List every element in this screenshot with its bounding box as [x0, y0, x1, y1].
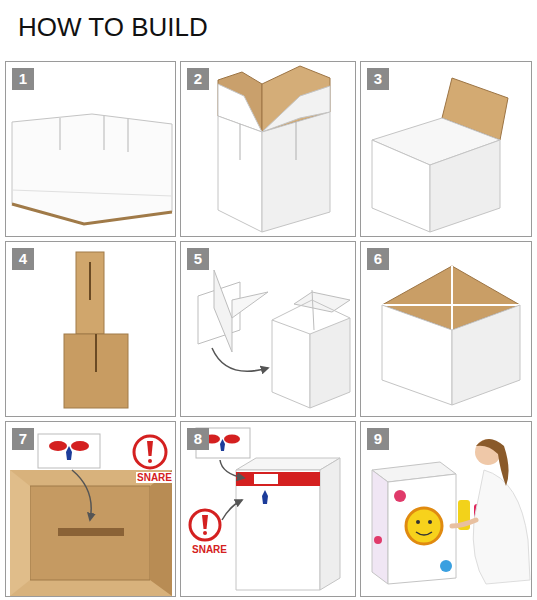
box-interior-part — [66, 446, 72, 460]
insert-step-part — [294, 292, 350, 312]
labelled-box-part — [320, 458, 340, 590]
insert-step-part — [310, 318, 350, 408]
finished-box-part — [382, 304, 520, 306]
insert-step-part — [212, 348, 268, 371]
closing-box-part — [430, 140, 500, 232]
open-box-part — [240, 124, 241, 160]
step-panel: 4 — [5, 241, 176, 417]
box-interior — [10, 434, 172, 596]
open-box — [218, 66, 330, 232]
closing-box — [372, 78, 508, 232]
slotted-inserts-part — [95, 334, 97, 372]
labelled-box-part — [190, 510, 220, 540]
step-panel: 2 — [180, 61, 356, 237]
box-interior-part — [38, 434, 100, 468]
insert-step-part — [232, 292, 268, 318]
insert-step-part — [312, 290, 314, 330]
painting-scene-part — [372, 470, 388, 584]
insert-step-part — [272, 320, 310, 408]
slotted-inserts-part — [76, 252, 104, 334]
warning-label: SNARE — [136, 472, 173, 483]
step-number: 9 — [367, 428, 389, 450]
labelled-box-part — [262, 490, 268, 504]
labelled-box-part — [222, 500, 242, 520]
painting-scene — [372, 439, 530, 584]
labelled-box-part — [236, 472, 320, 486]
title: HOW TO BUILD — [18, 12, 208, 43]
flat-blank-part — [128, 119, 129, 152]
labelled-box — [190, 428, 340, 590]
finished-box-part — [451, 266, 453, 330]
slotted-inserts-part — [64, 334, 128, 408]
painting-scene-part — [452, 520, 476, 526]
box-interior-part — [10, 470, 172, 596]
step-number: 3 — [367, 68, 389, 90]
finished-box — [382, 266, 520, 405]
box-interior-part — [58, 528, 124, 536]
labelled-box-part — [202, 515, 208, 529]
painting-scene-part — [416, 532, 432, 535]
warning-label: SNARE — [191, 544, 228, 555]
labelled-box-part — [220, 439, 225, 451]
box-interior-part — [134, 436, 166, 468]
painting-scene-part — [406, 508, 442, 544]
box-interior-part — [150, 470, 172, 596]
flat-blank — [12, 114, 172, 224]
step-number: 4 — [12, 248, 34, 270]
painting-scene-part — [428, 520, 432, 524]
flat-blank-part — [12, 204, 172, 224]
step-number: 1 — [12, 68, 34, 90]
step-number: 8 — [187, 428, 209, 450]
painting-scene-part — [388, 474, 456, 584]
step-panel: 5 — [180, 241, 356, 417]
painting-scene-part — [476, 439, 509, 486]
step-number: 5 — [187, 248, 209, 270]
box-interior-part — [147, 441, 153, 456]
step-panel: 3 — [360, 61, 532, 237]
painting-scene-part — [440, 560, 452, 572]
painting-scene-part — [394, 490, 406, 502]
open-box-part — [218, 116, 262, 232]
step-panel: 9 — [360, 421, 532, 597]
finished-box-part — [452, 305, 520, 405]
step-panel: 1 — [5, 61, 176, 237]
labelled-box-part — [220, 460, 244, 478]
step-number: 7 — [12, 428, 34, 450]
labelled-box-part — [224, 435, 240, 444]
step-number: 6 — [367, 248, 389, 270]
flat-blank-part — [12, 114, 172, 224]
slotted-inserts — [64, 252, 128, 408]
painting-scene-part — [374, 536, 382, 544]
insert-step-part — [214, 270, 232, 352]
insert-step — [198, 270, 350, 408]
box-interior-part — [72, 470, 91, 520]
open-box-part — [296, 122, 297, 160]
painting-scene-part — [416, 520, 420, 524]
box-interior-part — [10, 470, 30, 596]
labelled-box-part — [254, 474, 278, 484]
step-number: 2 — [187, 68, 209, 90]
box-interior-part — [71, 441, 89, 451]
finished-box-part — [382, 305, 452, 405]
labelled-box-part — [203, 531, 207, 535]
step-panel: 6 — [360, 241, 532, 417]
flat-blank-part — [104, 116, 105, 150]
painting-scene-part — [473, 470, 530, 584]
box-interior-part — [49, 441, 67, 451]
open-box-part — [262, 112, 330, 232]
step-panel: 7 — [5, 421, 176, 597]
slotted-inserts-part — [89, 262, 91, 300]
flat-blank-part — [12, 190, 172, 196]
box-interior-part — [148, 459, 152, 463]
insert-step-part — [272, 300, 350, 320]
labelled-box-part — [236, 470, 320, 590]
flat-blank-part — [60, 118, 61, 150]
closing-box-part — [372, 140, 430, 232]
step-panel: 8 — [180, 421, 356, 597]
